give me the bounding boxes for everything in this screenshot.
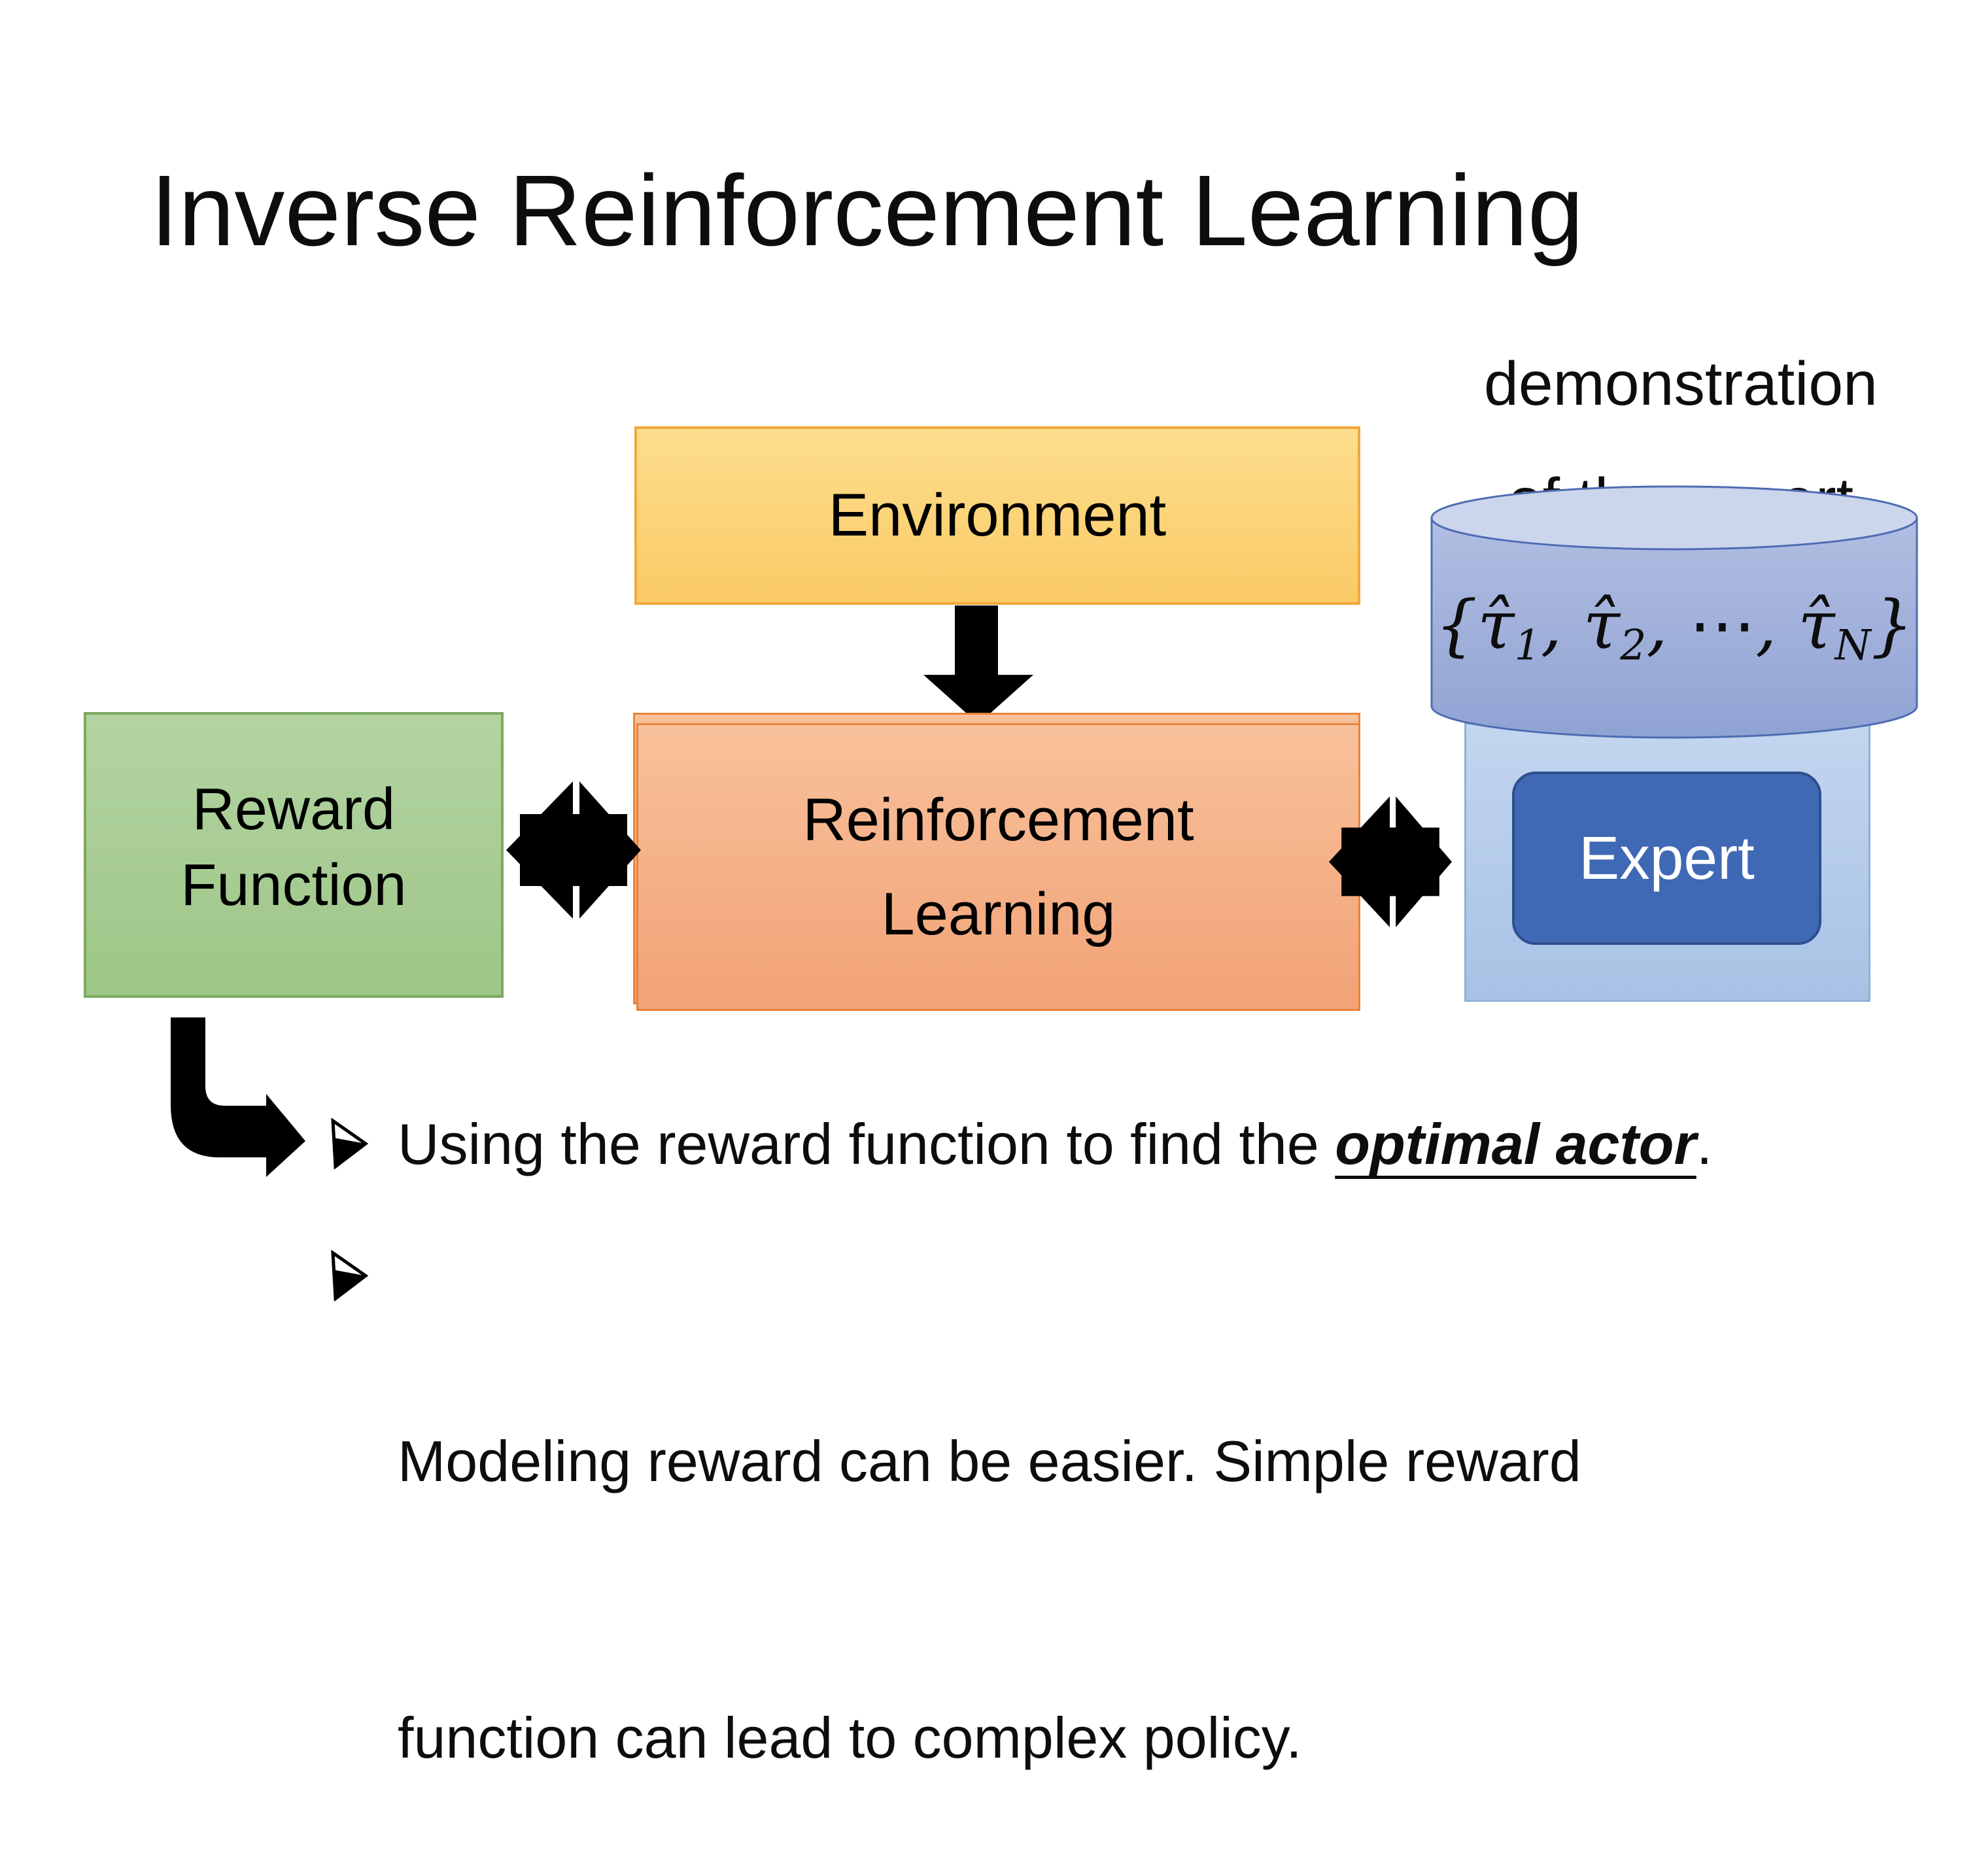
reinforcement-learning-label-line1: Reinforcement <box>802 787 1194 853</box>
database-cylinder <box>1430 485 1918 739</box>
reinforcement-learning-label-line2: Learning <box>881 881 1116 947</box>
math-dots: ⋯ <box>1689 587 1756 664</box>
math-comma1: , <box>1540 587 1583 664</box>
bullet1-emphasis: optimal actor <box>1335 1112 1696 1176</box>
bullet1-text: Using the reward function to find the <box>398 1112 1335 1176</box>
down-arrow-icon <box>923 605 1033 724</box>
reward-function-label-line2: Function <box>181 852 407 918</box>
double-arrow-left-icon <box>506 781 641 919</box>
math-sub1: 1 <box>1514 621 1541 670</box>
math-comma3: , <box>1755 587 1798 664</box>
math-tauN: τ̂ <box>1798 587 1835 664</box>
demonstration-label-line1: demonstration <box>1483 349 1878 418</box>
bullet1-period: . <box>1696 1112 1713 1176</box>
page-title: Inverse Reinforcement Learning <box>150 154 1584 267</box>
reward-function-box: Reward Function <box>84 712 504 998</box>
environment-box: Environment <box>634 426 1360 605</box>
bullet2-line2: function can lead to complex policy. <box>398 1705 1302 1770</box>
bent-arrow-icon <box>171 1017 305 1177</box>
bullet2-line1: Modeling reward can be easier. Simple re… <box>398 1429 1581 1493</box>
trajectory-set-math: {τ̂1, τ̂2, ⋯, τ̂N} <box>1432 585 1916 667</box>
math-sub2: 2 <box>1620 621 1647 670</box>
math-tau1: τ̂ <box>1477 587 1515 664</box>
environment-label: Environment <box>828 482 1167 549</box>
bullet-arrowhead-icon <box>331 1118 368 1169</box>
math-open-brace: { <box>1435 587 1478 664</box>
bullet-item-2: Modeling reward can be easier. Simple re… <box>398 1231 1581 1876</box>
bullet-arrowhead-icon <box>331 1250 368 1301</box>
math-tau2: τ̂ <box>1583 587 1621 664</box>
expert-label: Expert <box>1579 824 1755 892</box>
expert-box: Expert <box>1512 772 1821 945</box>
double-arrow-right-icon <box>1329 796 1452 927</box>
reward-function-label-line1: Reward <box>192 776 396 842</box>
math-subN: N <box>1834 621 1871 670</box>
bullet-item-1: Using the reward function to find the op… <box>398 1105 1712 1184</box>
math-comma2: , <box>1646 587 1689 664</box>
reinforcement-learning-box: Reinforcement Learning <box>636 723 1360 1011</box>
math-close-brace: } <box>1870 587 1914 664</box>
